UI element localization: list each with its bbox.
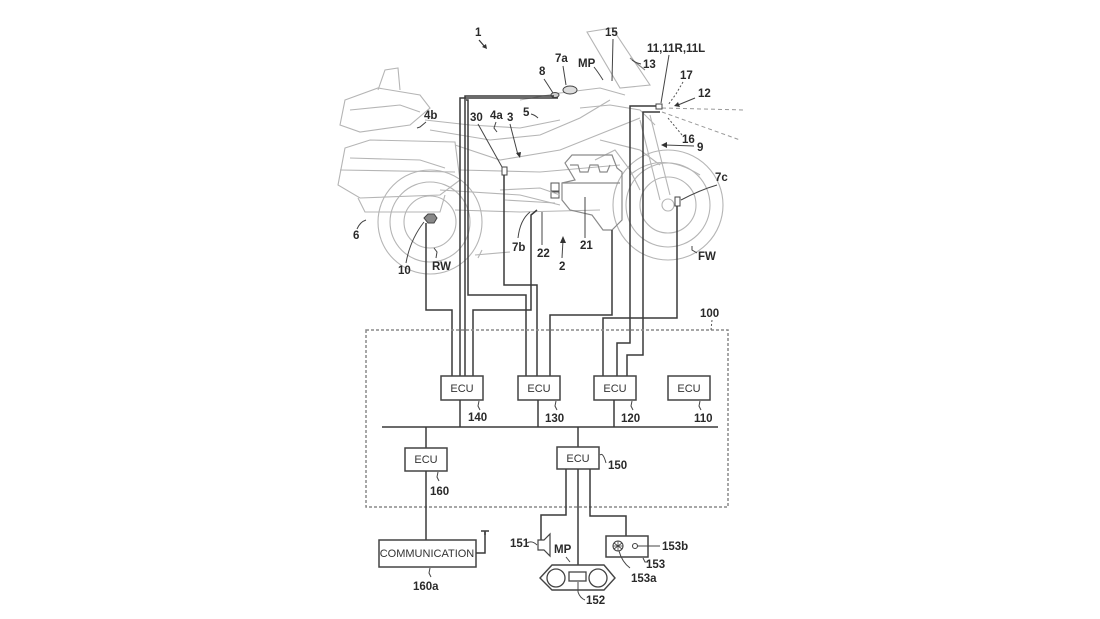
ecu-ref-label: 120 [621,413,640,425]
label-11: 11,11R,11L [647,43,705,55]
control-unit-100: 100 ECU 140 ECU 130 ECU 120 [365,308,729,508]
ecu-ref-label: 160 [430,486,449,498]
ecu-ref-label: 150 [608,460,627,472]
engine-block [550,154,623,231]
speaker-icon [537,532,551,558]
ecu-ref-label: 110 [694,413,713,425]
ecu-label: ECU [414,454,437,466]
label-30: 30 [470,112,483,124]
label-16: 16 [682,134,695,146]
gauge-right-icon [588,568,608,588]
button-icon [631,542,639,550]
ecu-120: ECU 120 [593,375,640,427]
label-8: 8 [539,66,546,78]
switch-unit-153: 153b 153 153a [605,535,688,585]
ecu-130: ECU 130 [517,375,564,427]
vehicle-ref-label: 1 [475,27,482,39]
switch-button-ref-label: 153b [662,541,688,553]
label-6: 6 [353,230,359,242]
switch-7a-icon [562,85,578,95]
peripherals: COMMUNICATION 160a 151 MP 152 [378,469,688,607]
meter-panel-icon [539,564,616,591]
light-beam [661,107,746,141]
speaker-ref-label: 151 [510,538,530,550]
label-3: 3 [507,112,513,124]
rear-wheel [377,169,483,275]
ecu-140: ECU 140 [440,375,487,427]
label-4a: 4a [490,110,503,122]
ecu-label: ECU [566,453,589,465]
display-ref-label: 152 [586,595,605,607]
speaker-151: 151 [510,532,551,558]
label-12: 12 [698,88,711,100]
control-unit-ref-label: 100 [700,308,719,320]
motorcycle-drawing [337,27,746,275]
antenna-icon [476,532,486,554]
label-10: 10 [398,265,411,277]
wiring [425,95,678,376]
windscreen [586,27,651,89]
drivetrain [499,187,561,204]
arrow-icon [482,44,487,49]
front-fork [639,114,671,201]
display-152-icon [568,571,587,582]
switch-unit-ref-label: 153 [646,559,665,571]
communication-label: COMMUNICATION [380,548,475,560]
ecu-label: ECU [450,383,473,395]
label-5: 5 [523,107,530,119]
gauge-left-icon [546,568,566,588]
ecu-110: ECU 110 [667,375,713,425]
switch-dial-ref-label: 153a [631,573,657,585]
label-17: 17 [680,70,693,82]
label-7a: 7a [555,53,568,65]
label-mp: MP [578,58,596,70]
label-15: 15 [605,27,618,39]
sensor-30-icon [501,166,508,176]
ecu-label: ECU [603,383,626,395]
ecu-ref-label: 130 [545,413,564,425]
headlight-unit-icon [655,103,663,110]
communication-unit: COMMUNICATION 160a [378,471,489,593]
ecu-150: ECU 150 [556,427,627,472]
meter-panel-mp: MP 152 [539,544,616,607]
body-lines [424,87,661,213]
ecu-label: ECU [677,383,700,395]
label-21: 21 [580,240,593,252]
ecu-label: ECU [527,383,550,395]
label-13: 13 [643,59,656,71]
label-fw: FW [698,251,716,263]
ecu-ref-label: 140 [468,412,487,424]
vehicle-labels: 1 4b 30 4a 3 5 8 7a MP 15 13 11,11R,11L … [353,27,728,277]
label-7b: 7b [512,242,525,254]
sensor-7c-icon [674,196,681,207]
ecu-160: ECU 160 [404,427,449,498]
control-unit-boundary [365,329,729,508]
meter-panel-label: MP [554,544,572,556]
label-4b: 4b [424,110,437,122]
label-22: 22 [537,248,550,260]
label-2: 2 [559,261,565,273]
communication-ref-label: 160a [413,581,439,593]
front-fender [629,162,701,176]
rear-wheel-sensor-icon [423,213,438,224]
label-rw: RW [432,261,451,273]
label-9: 9 [697,142,703,154]
top-box [339,67,431,133]
label-7c: 7c [715,172,728,184]
saddlebag [337,139,461,213]
